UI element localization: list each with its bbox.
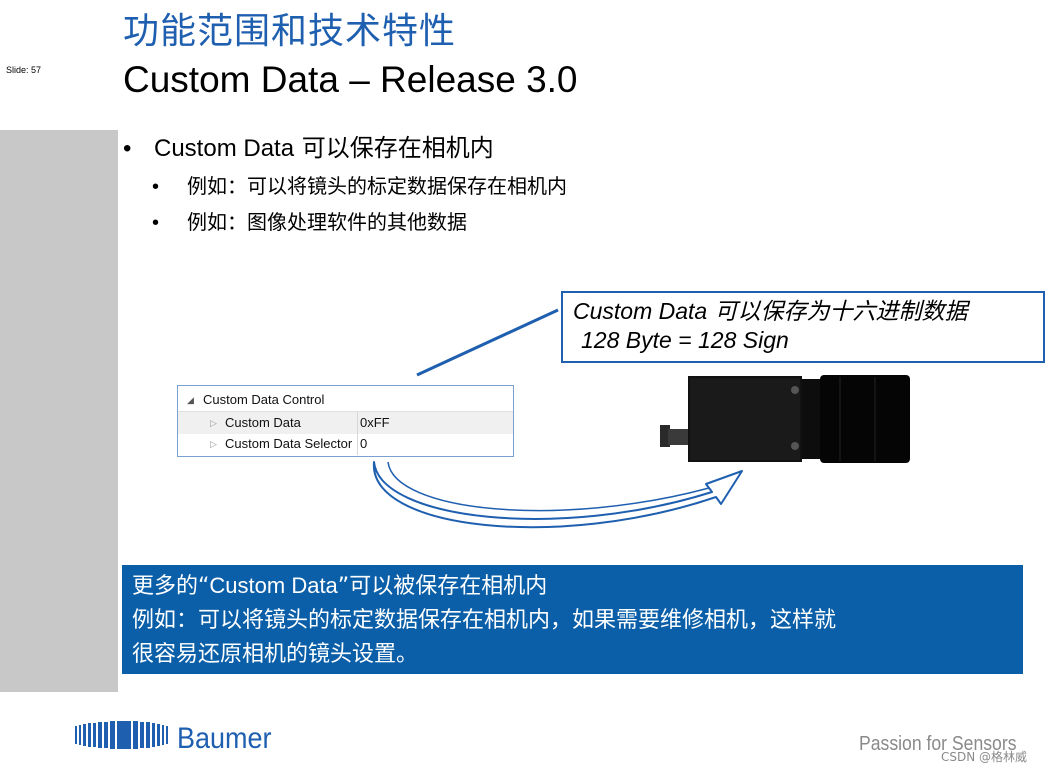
brand-tagline: Passion for Sensors bbox=[859, 733, 1017, 755]
property-panel: ◢ Custom Data Control ▷ Custom Data 0xFF… bbox=[177, 385, 514, 457]
column-divider bbox=[357, 433, 358, 455]
callout-leader-line bbox=[416, 308, 559, 377]
bullet-main-cn: 可以保存在相机内 bbox=[294, 134, 494, 162]
baumer-logo-icon bbox=[75, 721, 168, 749]
property-label: Custom Data Selector bbox=[225, 436, 353, 451]
callout-line-1: Custom Data 可以保存为十六进制数据 bbox=[573, 297, 1033, 326]
slide-title-chinese: 功能范围和技术特性 bbox=[123, 11, 457, 52]
bullet-main-en: Custom Data bbox=[154, 135, 295, 162]
camera-screw bbox=[791, 442, 799, 450]
lens-body bbox=[820, 375, 910, 463]
bullet-sub-2: • 例如：图像处理软件的其他数据 bbox=[152, 208, 467, 237]
curved-arrow-inner-edge bbox=[387, 461, 710, 512]
property-value[interactable]: 0xFF bbox=[360, 415, 390, 430]
camera-connector-nut bbox=[668, 429, 690, 445]
info-line-1-suffix: ”可以被保存在相机内 bbox=[337, 574, 548, 599]
callout-line-2: 128 Byte = 128 Sign bbox=[581, 327, 789, 353]
info-box-line-1: 更多的“Custom Data”可以被保存在相机内 bbox=[132, 569, 1013, 604]
collapsed-triangle-icon[interactable]: ▷ bbox=[210, 439, 217, 449]
slide-title-english: Custom Data – Release 3.0 bbox=[123, 59, 578, 100]
property-row[interactable]: ▷ Custom Data 0xFF bbox=[178, 411, 513, 434]
camera-body-face bbox=[690, 378, 800, 460]
expand-triangle-icon[interactable]: ◢ bbox=[187, 395, 194, 405]
side-gray-bar bbox=[0, 130, 118, 692]
collapsed-triangle-icon[interactable]: ▷ bbox=[210, 418, 217, 428]
bullet-sub-text: 例如：图像处理软件的其他数据 bbox=[187, 210, 467, 234]
property-value[interactable]: 0 bbox=[360, 436, 368, 451]
bullet-dot: • bbox=[152, 176, 160, 198]
lens-mount bbox=[802, 379, 822, 459]
property-row[interactable]: ▷ Custom Data Selector 0 bbox=[178, 433, 513, 455]
info-line-1-prefix: 更多的“ bbox=[132, 574, 210, 599]
bullet-sub-text: 例如：可以将镜头的标定数据保存在相机内 bbox=[187, 174, 567, 198]
info-box: 更多的“Custom Data”可以被保存在相机内 例如：可以将镜头的标定数据保… bbox=[122, 565, 1023, 674]
callout-line-1-cn: 可以保存为十六进制数据 bbox=[707, 299, 968, 325]
bullet-sub-1: • 例如：可以将镜头的标定数据保存在相机内 bbox=[152, 172, 567, 201]
callout-box: Custom Data 可以保存为十六进制数据 128 Byte = 128 S… bbox=[561, 291, 1045, 363]
callout-line-1-en: Custom Data bbox=[573, 298, 708, 324]
bullet-main: • Custom Data 可以保存在相机内 bbox=[123, 132, 494, 165]
property-group-label: Custom Data Control bbox=[203, 392, 325, 407]
curved-transfer-arrow bbox=[372, 461, 743, 529]
bullet-dot: • bbox=[123, 135, 132, 162]
slide-number: Slide: 57 bbox=[6, 65, 42, 75]
camera-connector bbox=[660, 425, 670, 447]
camera-screw bbox=[791, 386, 799, 394]
property-label: Custom Data bbox=[225, 415, 301, 430]
info-box-line-3: 很容易还原相机的镜头设置。 bbox=[132, 642, 419, 667]
brand-name: Baumer bbox=[177, 722, 272, 755]
bullet-dot: • bbox=[152, 212, 160, 234]
camera-image bbox=[660, 375, 910, 463]
property-group-header[interactable]: ◢ Custom Data Control bbox=[178, 389, 513, 411]
source-watermark: CSDN @格林威 bbox=[941, 750, 1028, 764]
column-divider bbox=[357, 412, 358, 434]
info-box-line-2: 例如：可以将镜头的标定数据保存在相机内，如果需要维修相机，这样就 bbox=[132, 608, 837, 633]
info-line-1-en: Custom Data bbox=[209, 573, 338, 598]
